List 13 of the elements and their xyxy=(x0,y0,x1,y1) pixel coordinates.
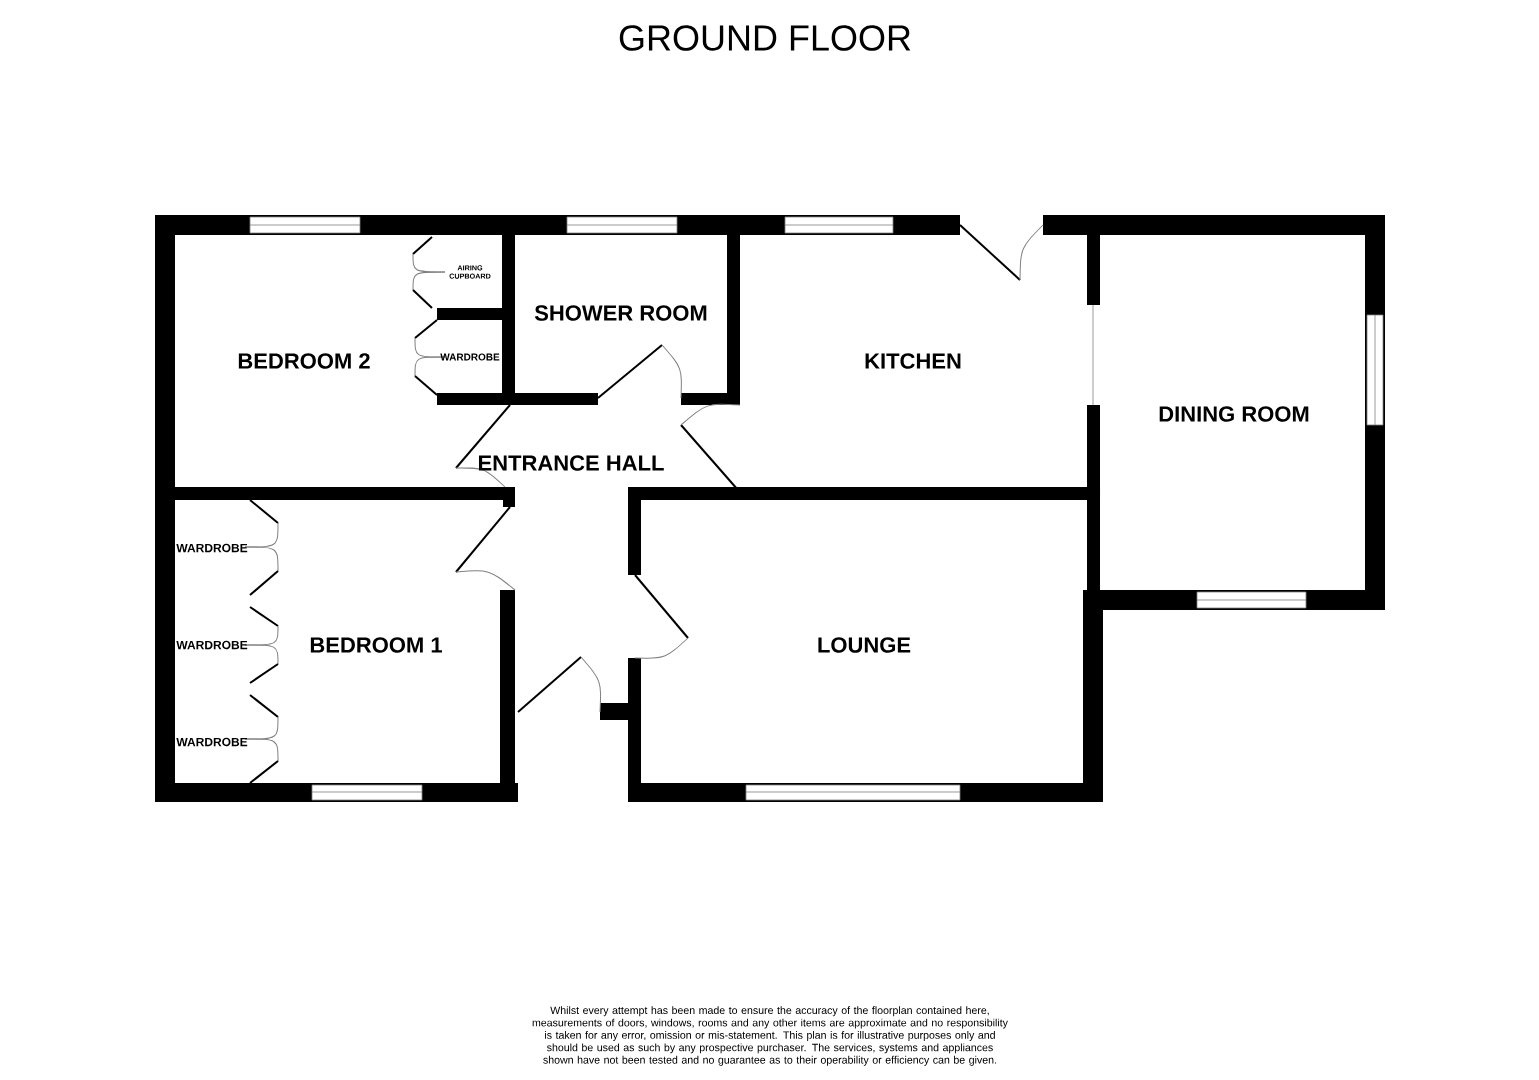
room-label: WARDROBE xyxy=(176,737,248,747)
room-label: ENTRANCE HALL xyxy=(479,455,664,471)
room-label: KITCHEN xyxy=(865,353,961,369)
room-label: BEDROOM 2 xyxy=(238,353,370,369)
room-label: WARDROBE xyxy=(440,353,500,361)
room-label: LOUNGE xyxy=(818,637,911,653)
room-label: WARDROBE xyxy=(176,543,248,553)
disclaimer-text: Whilst every attempt has been made to ensure the accuracy of the floorplan contained here, measurements of doors, windows, rooms and any other items are approximate and no responsibility is taken for any error, omission or mis-statement. This plan is for illustrative purposes only and should be used as such by any prospective purchaser. The services, systems and appliances shown have not been tested and no guarantee as to their operability or efficiency can be given. xyxy=(532,1006,1008,1066)
room-label: BEDROOM 1 xyxy=(310,637,442,653)
room-label: DINING ROOM xyxy=(1159,406,1309,422)
room-label: SHOWER ROOM xyxy=(534,305,707,321)
plan-title: GROUND FLOOR xyxy=(619,25,911,51)
room-label: WARDROBE xyxy=(176,640,248,650)
